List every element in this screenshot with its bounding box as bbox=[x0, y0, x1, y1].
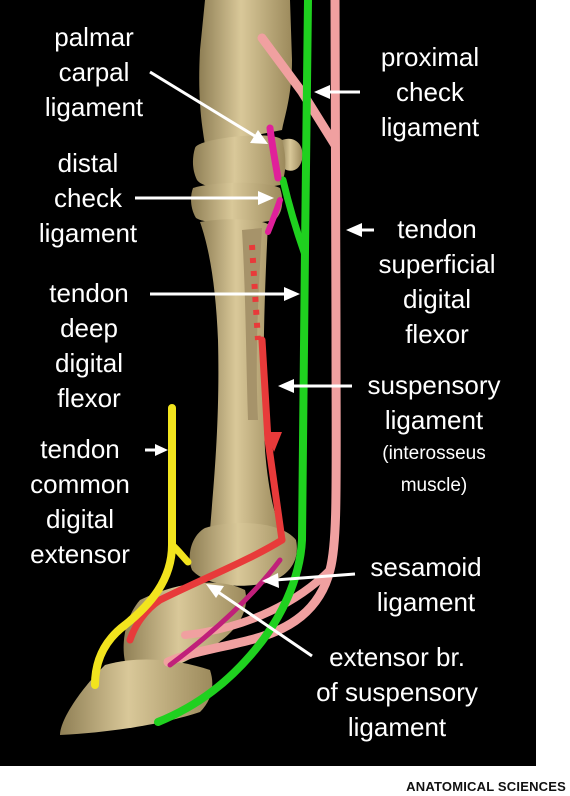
label-line-small: muscle) bbox=[400, 475, 468, 496]
label-line: check bbox=[396, 77, 464, 107]
label-palmar-carpal-ligament: palmar carpal ligament bbox=[34, 20, 154, 125]
label-line: carpal bbox=[58, 57, 130, 87]
label-line: superficial bbox=[378, 249, 496, 279]
pointer-arrows bbox=[135, 70, 374, 658]
label-line: palmar bbox=[54, 22, 134, 52]
label-line: deep bbox=[60, 313, 118, 343]
label-line: ligament bbox=[44, 92, 144, 122]
label-line: extensor br. bbox=[329, 642, 465, 672]
arrow-palmar-carpal-head bbox=[250, 130, 268, 144]
label-distal-check-ligament: distal check ligament bbox=[28, 146, 148, 251]
suspensory-ligament-dashed bbox=[249, 244, 261, 341]
label-extensor-branch: extensor br. of suspensory ligament bbox=[302, 640, 492, 745]
arrow-extensor-branch bbox=[217, 590, 313, 658]
carpal-bones-lower bbox=[191, 182, 283, 224]
deep-digital-flexor-line bbox=[154, 0, 312, 726]
distal-check-ligament-line bbox=[265, 197, 283, 235]
label-line: tendon bbox=[49, 278, 129, 308]
label-tendon-superficial-digital-flexor: tendon superficial digital flexor bbox=[362, 212, 512, 352]
label-line: digital bbox=[403, 284, 471, 314]
label-tendon-common-digital-extensor: tendon common digital extensor bbox=[20, 432, 140, 572]
suspensory-arrowhead bbox=[266, 432, 282, 452]
label-line: common bbox=[30, 469, 130, 499]
label-line-small: (interosseus bbox=[382, 443, 486, 464]
common-digital-extensor-branch bbox=[168, 541, 192, 566]
superficial-flexor-proximal-branch bbox=[257, 33, 340, 150]
label-line: digital bbox=[55, 348, 123, 378]
carpal-bones-upper bbox=[192, 135, 286, 189]
arrow-extensor-branch-head bbox=[206, 584, 224, 598]
label-line: ligament bbox=[38, 218, 138, 248]
label-sesamoid-ligament: sesamoid ligament bbox=[356, 550, 496, 620]
arrow-deep-flexor-head bbox=[284, 287, 300, 301]
label-line: tendon bbox=[397, 214, 477, 244]
label-proximal-check-ligament: proximal check ligament bbox=[360, 40, 500, 145]
label-line: sesamoid bbox=[370, 552, 482, 582]
arrow-common-extensor-head bbox=[155, 444, 168, 456]
label-line: distal bbox=[57, 148, 119, 178]
label-suspensory-ligament: suspensory ligament (interosseus muscle) bbox=[352, 368, 516, 502]
label-line: flexor bbox=[57, 383, 121, 413]
palmar-carpal-ligament-line bbox=[266, 124, 282, 182]
label-line: proximal bbox=[380, 42, 480, 72]
label-line: digital bbox=[46, 504, 114, 534]
superficial-flexor-lower-branch bbox=[181, 566, 334, 639]
splint-bone bbox=[242, 228, 262, 420]
anatomy-figure: palmar carpal ligament distal check liga… bbox=[0, 0, 536, 766]
label-line: flexor bbox=[405, 319, 469, 349]
label-line: ligament bbox=[380, 112, 480, 142]
label-line: suspensory bbox=[367, 370, 501, 400]
accessory-carpal-bone bbox=[280, 138, 303, 171]
credit-text: ANATOMICAL SCIENCES bbox=[406, 779, 566, 794]
label-line: of suspensory bbox=[316, 677, 478, 707]
cannon-bone bbox=[200, 219, 280, 538]
superficial-digital-flexor-line bbox=[163, 0, 341, 667]
coffin-bone bbox=[60, 659, 213, 735]
arrow-sesamoid-head bbox=[262, 573, 279, 588]
arrow-palmar-carpal bbox=[149, 70, 259, 140]
label-line: tendon bbox=[40, 434, 120, 464]
sesamoid-ligament-line bbox=[167, 557, 283, 668]
arrow-sesamoid bbox=[274, 572, 356, 582]
arrow-suspensory-head bbox=[278, 379, 294, 393]
arrow-superficial-flexor-head bbox=[346, 223, 362, 237]
common-digital-extensor-line bbox=[91, 404, 176, 689]
arrow-distal-check-head bbox=[258, 191, 274, 205]
leg-illustration bbox=[60, 0, 374, 735]
suspensory-ligament-line bbox=[258, 336, 286, 544]
radius-bone bbox=[199, 0, 292, 145]
label-line: ligament bbox=[376, 587, 476, 617]
arrow-proximal-check-head bbox=[314, 85, 330, 99]
label-line: extensor bbox=[30, 539, 130, 569]
label-line: check bbox=[54, 183, 122, 213]
extensor-branch-line bbox=[126, 536, 286, 644]
label-tendon-deep-digital-flexor: tendon deep digital flexor bbox=[34, 276, 144, 416]
label-line: ligament bbox=[384, 405, 484, 435]
label-line: ligament bbox=[347, 712, 447, 742]
distal-check-branch bbox=[279, 176, 309, 259]
